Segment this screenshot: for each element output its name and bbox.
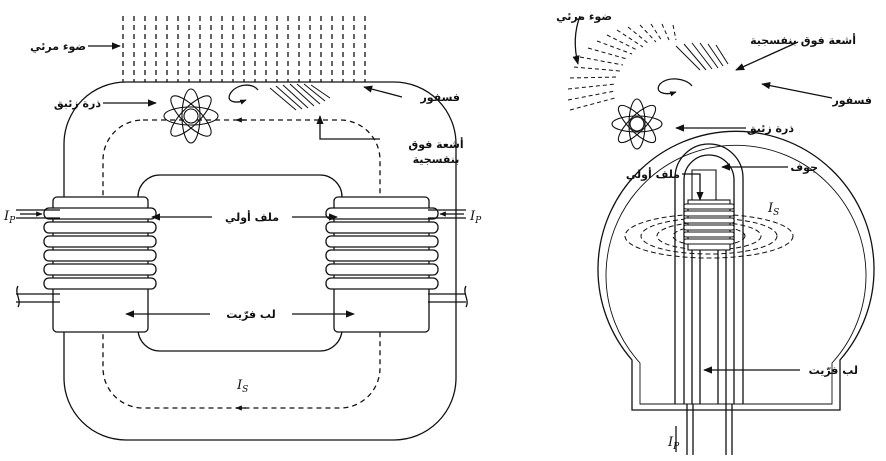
label-ferrite-core-left: لب فرّيت [226, 308, 275, 321]
right-coil [325, 196, 439, 333]
label-visible-light-right: ضوء مرئي [556, 10, 612, 23]
label-ferrite-core-right: لب فرّيت [809, 364, 858, 377]
cavity-outer [674, 143, 744, 404]
label-uv-right: أشعة فوق بنفسجية [750, 33, 856, 47]
label-primary-coil-right: ملف أولي [626, 167, 680, 181]
label-phosphor-left: فسفور [419, 91, 460, 104]
mercury-atom-icon-right [611, 98, 663, 150]
bulb-outline [597, 130, 875, 411]
uv-hatch-lines-right [675, 42, 729, 71]
label-ip-right: IP [469, 209, 482, 226]
label-uv-line2: بنفسجية [413, 153, 460, 166]
arrow-primary-coil-right [682, 173, 704, 201]
left-coil [43, 196, 157, 333]
toroidal-lamp [16, 16, 468, 441]
label-visible-light-left: ضوء مرئي [30, 40, 86, 53]
arrow-phosphor [363, 85, 403, 98]
label-is-right: IS [767, 201, 779, 218]
visible-light-fan [567, 23, 677, 111]
electron-path-arrow [228, 84, 259, 105]
cavity-inner [683, 154, 735, 404]
label-phosphor-right: فسفور [831, 94, 872, 107]
inner-opening [137, 174, 343, 352]
bulb-inner-outline [605, 144, 867, 405]
label-ip-bottom: IP [667, 435, 680, 452]
label-uv-line1: أشعة فوق [408, 137, 463, 151]
label-primary-coil-left: ملف أولي [225, 210, 279, 224]
label-ip-left: IP [3, 209, 16, 226]
arrow-uv-right [735, 41, 799, 71]
arrow-uv [316, 115, 380, 140]
coil-leads [16, 209, 468, 308]
primary-coil-right [683, 169, 735, 251]
arrow-phosphor-right [761, 82, 833, 99]
arrow-visible-light-right [572, 15, 581, 65]
bulb-lamp [567, 15, 875, 455]
mercury-atom-icon [163, 88, 219, 144]
label-is-left: IS [236, 378, 248, 395]
electron-path-arrow-right [657, 78, 693, 97]
ferrite-rod [686, 250, 733, 455]
label-mercury-atom-right: ذرة زئبق [747, 122, 795, 135]
visible-light-rays [122, 16, 366, 82]
label-mercury-atom-left: ذرة زئبق [54, 97, 102, 110]
label-cavity: جوف [790, 161, 818, 174]
uv-hatch-lines [269, 83, 331, 111]
